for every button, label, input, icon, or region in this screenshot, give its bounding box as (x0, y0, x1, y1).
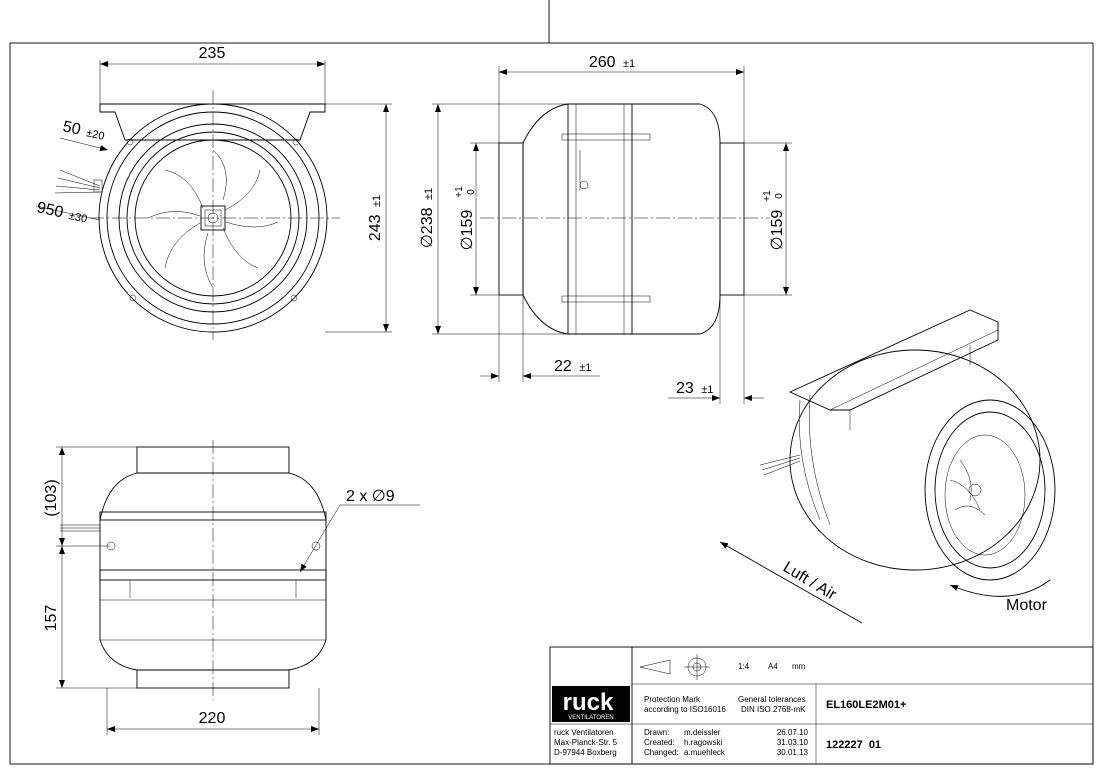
bottom-view: 220 (103) 157 2 x ∅9 (43, 440, 420, 735)
bottom-lower-height-dim: 157 (43, 605, 60, 632)
logo-text: ruck (563, 689, 614, 716)
svg-text:∅159: ∅159 (459, 210, 476, 251)
scale-value: 1:4 (738, 662, 750, 671)
created-label: Created: (644, 738, 675, 747)
drawing-number: 122227 01 (826, 739, 881, 751)
spigot-left-tol: ±1 (579, 362, 591, 374)
cable-tol-2: ±30 (68, 210, 88, 226)
unit-value: mm (792, 662, 806, 671)
svg-text:∅159: ∅159 (769, 210, 786, 251)
inlet-tol-zero: 0 (466, 189, 477, 195)
inlet-diameter-dim: ∅159 (459, 210, 476, 251)
spigot-right-dim: 23 (676, 380, 694, 397)
outlet-diameter-dim: ∅159 (769, 210, 786, 251)
cable-tol-1: ±20 (85, 127, 105, 143)
front-height-tol: ±1 (371, 195, 383, 207)
front-view: 235 243 ±1 50 ±20 950 ±30 (35, 45, 392, 340)
bottom-upper-height-dim: (103) (43, 479, 60, 516)
bottom-width-dim: 220 (199, 710, 226, 727)
protection-line2: according to ISO16016 (644, 705, 726, 714)
svg-text:260 ±1: 260 ±1 (589, 54, 635, 71)
iso-view: Luft / Air Motor (719, 309, 1056, 624)
svg-text:50 ±20: 50 ±20 (61, 118, 106, 143)
holes-dim: 2 x ∅9 (346, 488, 395, 505)
outer-diameter-dim: ∅238 (419, 207, 436, 248)
cable-dim-2: 950 (35, 199, 65, 221)
svg-text:22 ±1: 22 ±1 (554, 358, 591, 375)
changed-label: Changed: (644, 748, 679, 757)
outer-diameter-tol: ±1 (423, 188, 435, 200)
changed-by: a.muehleck (684, 748, 726, 757)
outlet-tol-zero: 0 (774, 193, 785, 199)
svg-text:23 ±1: 23 ±1 (676, 380, 713, 397)
spigot-right-tol: ±1 (701, 384, 713, 396)
side-view: 260 ±1 ∅238 ±1 ∅159 +1 0 ∅159 +1 0 (419, 54, 792, 404)
title-block: ruck VENTILATOREN 1:4 A4 mm Protection M… (549, 646, 1094, 765)
spigot-left-dim: 22 (554, 358, 572, 375)
drawn-label: Drawn: (644, 728, 669, 737)
tolerance-line1: General tolerances (738, 695, 806, 704)
side-length-dim: 260 (589, 54, 616, 71)
svg-text:∅238 ±1: ∅238 ±1 (419, 188, 436, 248)
outlet-tol-plus: +1 (762, 190, 773, 202)
company-street: Max-Planck-Str. 5 (554, 738, 618, 747)
drawn-by: m.deissler (684, 728, 721, 737)
motor-label: Motor (1006, 597, 1048, 614)
side-length-tol: ±1 (623, 58, 635, 70)
logo-sub: VENTILATOREN (568, 715, 613, 721)
tolerance-line2: DIN ISO 2768-mK (741, 705, 806, 714)
company-city: D-97944 Boxberg (554, 748, 617, 757)
company-name: ruck Ventilatoren (554, 728, 614, 737)
ruck-logo (552, 686, 630, 722)
cable-dim-1: 50 (61, 118, 82, 138)
svg-text:243 ±1: 243 ±1 (367, 195, 384, 241)
created-by: h.ragowski (684, 738, 722, 747)
front-width-dim: 235 (199, 45, 226, 62)
paper-size: A4 (768, 662, 778, 671)
inlet-tol-plus: +1 (454, 186, 465, 198)
changed-date: 30.01.13 (777, 748, 809, 757)
svg-text:950 ±30: 950 ±30 (35, 199, 89, 226)
projection-symbol-icon (639, 659, 671, 675)
protection-line1: Protection Mark (644, 695, 701, 704)
model-number: EL160LE2M01+ (826, 699, 906, 711)
created-date: 31.03.10 (777, 738, 809, 747)
front-height-dim: 243 (367, 214, 384, 241)
drawn-date: 26.07.10 (777, 728, 809, 737)
